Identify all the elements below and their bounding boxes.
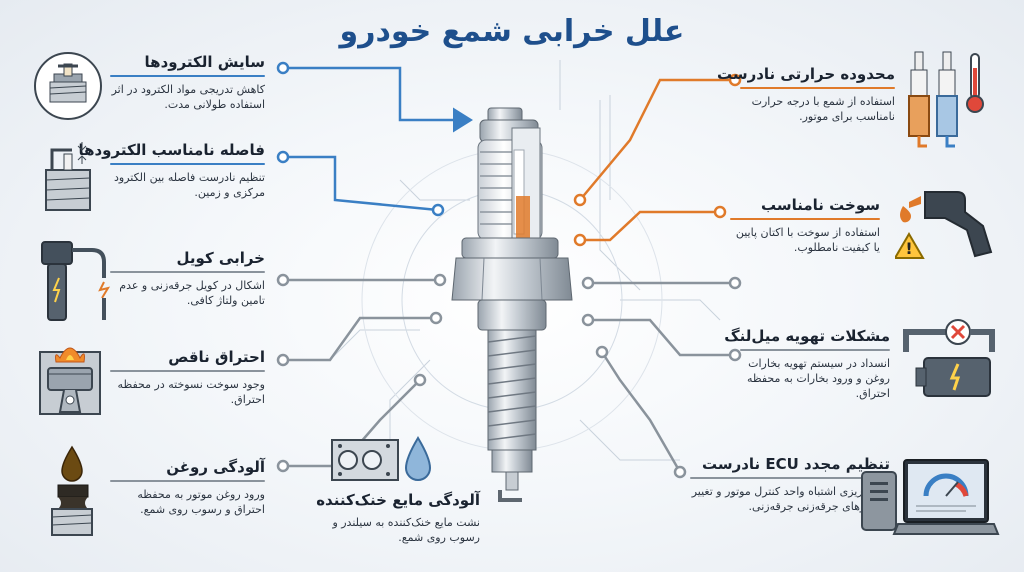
cause-heading: آلودگی مایع خنک‌کننده — [316, 491, 480, 509]
coolant-gasket-icon — [331, 436, 432, 481]
heading-underline — [110, 370, 265, 372]
heading-underline — [740, 87, 895, 89]
cause-heat-range: محدوده حرارتی نادرست استفاده از شمع با د… — [716, 64, 895, 124]
cause-description: اشکال در کویل جرقه‌زنی و عدم تامین ولتاژ… — [119, 279, 265, 307]
heading-underline — [690, 477, 890, 479]
svg-text:!: ! — [905, 239, 912, 258]
heading-underline — [110, 75, 265, 77]
cause-description: وجود سوخت نسوخته در محفظه احتراق. — [117, 378, 265, 406]
heading-underline — [110, 480, 265, 482]
fuel-nozzle-icon: ! — [895, 191, 993, 259]
ecu-laptop-icon — [861, 459, 1000, 535]
cause-crankcase-ventilation: مشکلات تهویه میل‌لنگ انسداد در سیستم تهو… — [724, 326, 890, 401]
cause-incomplete-combustion: احتراق ناقص وجود سوخت نسوخته در محفظه اح… — [110, 347, 265, 407]
cause-description: انسداد در سیستم تهویه بخارات روغن و ورود… — [746, 357, 890, 400]
electrode-gap-icon — [45, 142, 91, 211]
cause-heading: سوخت نامناسب — [760, 196, 880, 214]
cause-electrode-wear: سایش الکترودها کاهش تدریجی مواد الکترود … — [110, 52, 265, 112]
cause-description: استفاده از سوخت با اکتان پایین یا کیفیت … — [735, 226, 880, 254]
cause-heading: محدوده حرارتی نادرست — [716, 65, 895, 83]
worn-electrode-icon — [34, 52, 102, 120]
cause-heading: تنظیم مجدد ECU نادرست — [701, 455, 890, 473]
cause-description: برنامه‌ریزی اشتباه واحد کنترل موتور و تغ… — [691, 485, 890, 513]
page-title: علل خرابی شمع خودرو — [339, 14, 685, 49]
cause-heading: فاصله نامناسب الکترودها — [78, 141, 265, 159]
cause-ecu-reset: تنظیم مجدد ECU نادرست برنامه‌ریزی اشتباه… — [690, 454, 890, 514]
cause-heading: آلودگی روغن — [166, 458, 265, 476]
heading-underline — [740, 349, 890, 351]
cause-bad-fuel: سوخت نامناسب استفاده از سوخت با اکتان پا… — [730, 195, 880, 255]
cause-description: ورود روغن موتور به محفظه احتراق و رسوب ر… — [137, 488, 265, 516]
engine-ventilation-icon — [903, 319, 995, 397]
spark-plug-icon — [451, 107, 573, 502]
cause-heading: خرابی کویل — [176, 249, 265, 267]
oil-fouled-plug-icon — [51, 445, 93, 536]
cause-description: تنظیم نادرست فاصله بین الکترود مرکزی و ز… — [114, 171, 265, 199]
cause-description: نشت مایع خنک‌کننده به سیلندر و رسوب روی … — [332, 516, 480, 544]
heading-underline — [110, 163, 265, 165]
cause-coolant-contamination: آلودگی مایع خنک‌کننده نشت مایع خنک‌کننده… — [300, 490, 480, 545]
cause-electrode-gap: فاصله نامناسب الکترودها تنظیم نادرست فاص… — [78, 140, 265, 200]
piston-flame-icon — [39, 347, 101, 415]
cause-heading: سایش الکترودها — [144, 53, 265, 71]
heat-range-icon — [908, 51, 984, 148]
cause-description: کاهش تدریجی مواد الکترود در اثر استفاده … — [111, 83, 265, 111]
cause-description: استفاده از شمع با درجه حرارت نامناسب برا… — [751, 95, 895, 123]
ignition-coil-icon — [41, 241, 111, 321]
cause-coil-failure: خرابی کویل اشکال در کویل جرقه‌زنی و عدم … — [110, 248, 265, 308]
cause-heading: مشکلات تهویه میل‌لنگ — [724, 327, 890, 345]
cause-oil-contamination: آلودگی روغن ورود روغن موتور به محفظه احت… — [110, 457, 265, 517]
heading-underline — [730, 218, 880, 220]
heading-underline — [110, 271, 265, 273]
cause-heading: احتراق ناقص — [168, 348, 265, 366]
